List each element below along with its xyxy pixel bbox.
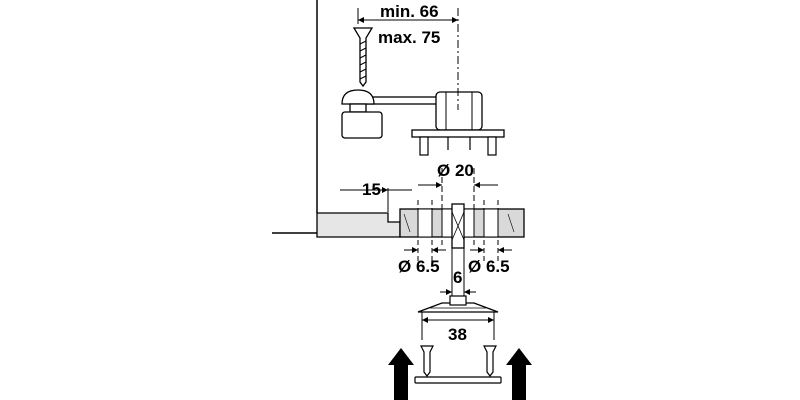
bottom-screw-left-icon <box>420 345 434 377</box>
min-length-label: min. 66 <box>380 2 439 21</box>
side-offset-dimension <box>340 187 412 212</box>
pin-width-dimension <box>440 248 476 296</box>
cabinet-side-panel <box>272 0 318 234</box>
center-diameter-label: Ø 20 <box>437 161 474 180</box>
up-arrow-right-icon <box>506 348 532 400</box>
plate-width-dimension <box>421 312 495 340</box>
mounting-plate <box>417 295 499 313</box>
max-length-label: max. 75 <box>378 28 440 47</box>
connector-fitting <box>341 89 505 156</box>
screw-icon <box>352 27 374 88</box>
length-dimension <box>357 8 459 110</box>
left-hole-diameter-label: Ø 6.5 <box>398 257 440 276</box>
side-offset-label: 15 <box>362 180 381 199</box>
shelf-board-section <box>316 203 525 249</box>
pin-width-label: 6 <box>453 268 462 287</box>
hole-diameter-dimensions <box>404 200 512 262</box>
plate-width-label: 38 <box>448 325 467 344</box>
right-hole-diameter-label: Ø 6.5 <box>468 257 510 276</box>
cover-cap <box>414 376 502 384</box>
bottom-screw-right-icon <box>483 345 497 377</box>
up-arrow-left-icon <box>388 348 414 400</box>
